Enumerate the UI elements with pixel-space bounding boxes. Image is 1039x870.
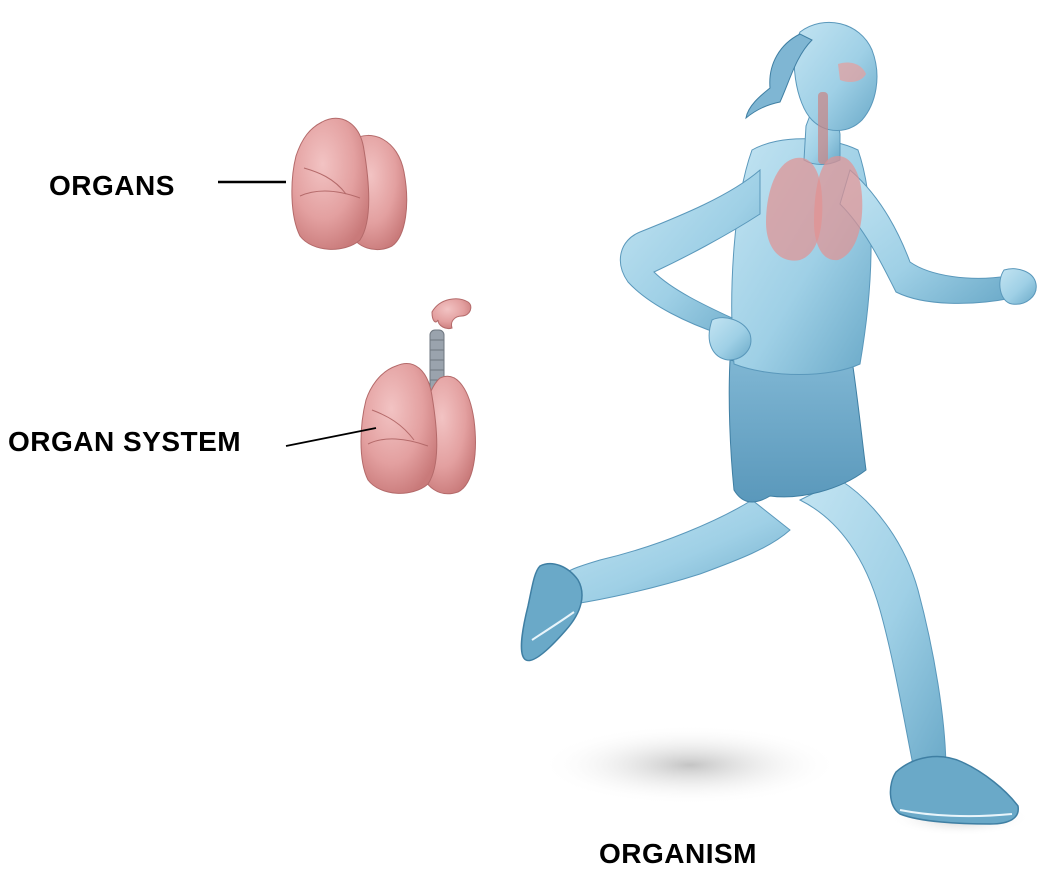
organ-system-label: ORGAN SYSTEM xyxy=(8,426,241,458)
organ-system-respiratory-illustration xyxy=(361,299,475,494)
organs-label: ORGANS xyxy=(49,170,175,202)
organs-lungs-illustration xyxy=(292,118,407,249)
organism-runner-illustration xyxy=(522,22,1037,836)
organism-label: ORGANISM xyxy=(599,838,757,870)
